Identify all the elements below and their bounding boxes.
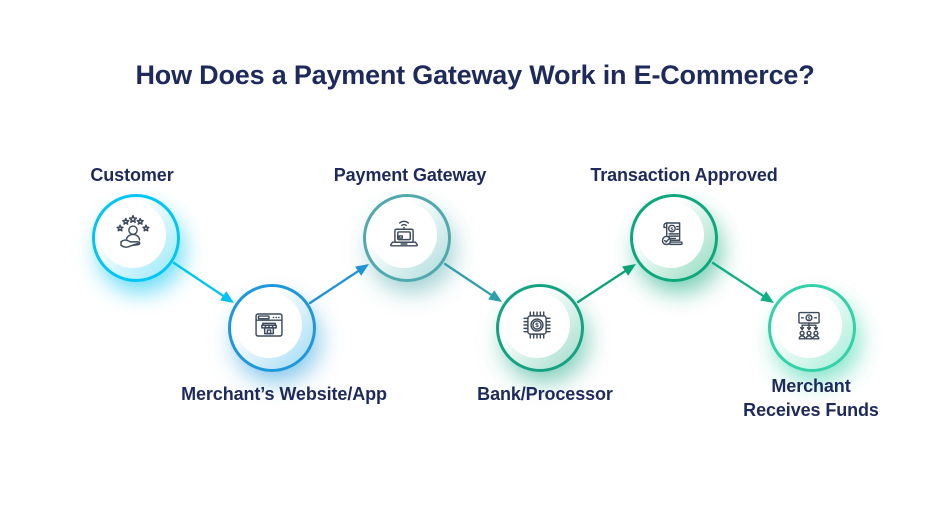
approved-receipt-icon: $ <box>661 222 683 246</box>
laptop-payment-icon <box>389 220 419 247</box>
arrow-customer-to-merchant <box>172 261 234 303</box>
node-circle <box>228 284 316 372</box>
node-circle: $ <box>496 284 584 372</box>
arrow-bank-to-approved <box>576 264 636 304</box>
node-circle: $ <box>768 284 856 372</box>
svg-text:$: $ <box>535 323 539 329</box>
node-inner <box>236 292 302 358</box>
node-merchant-website <box>228 284 316 372</box>
node-merchant-receives-funds: $ <box>768 284 856 372</box>
chip-processor-icon: $ <box>523 311 551 339</box>
node-bank-processor: $ <box>496 284 584 372</box>
node-transaction-approved: $ <box>630 194 718 282</box>
node-circle <box>363 194 451 282</box>
label-transaction-approved: Transaction Approved <box>590 165 778 185</box>
arrow-merchant-to-gateway <box>308 264 369 305</box>
label-merchant-website: Merchant’s Website/App <box>181 384 387 404</box>
node-payment-gateway <box>363 194 451 282</box>
svg-text:$: $ <box>808 315 811 321</box>
storefront-browser-icon <box>255 313 283 337</box>
label-payment-gateway: Payment Gateway <box>333 165 487 185</box>
node-inner <box>371 202 437 268</box>
node-inner: $ <box>638 202 704 268</box>
funds-distribution-icon: $ <box>798 311 820 340</box>
node-inner: $ <box>504 292 570 358</box>
node-circle: $ <box>630 194 718 282</box>
node-inner <box>100 202 166 268</box>
label-bank-processor: Bank/Processor <box>477 384 613 404</box>
page-title: How Does a Payment Gateway Work in E-Com… <box>135 60 815 90</box>
node-circle <box>92 194 180 282</box>
node-customer <box>92 194 180 282</box>
arrow-gateway-to-bank <box>443 262 502 302</box>
svg-text:$: $ <box>670 226 673 232</box>
label-merchant-receives-funds: Merchant Receives Funds <box>743 376 879 420</box>
node-inner: $ <box>776 292 842 358</box>
customer-loyalty-icon <box>110 212 156 248</box>
label-customer: Customer <box>90 165 174 185</box>
arrow-approved-to-funds <box>711 261 774 303</box>
